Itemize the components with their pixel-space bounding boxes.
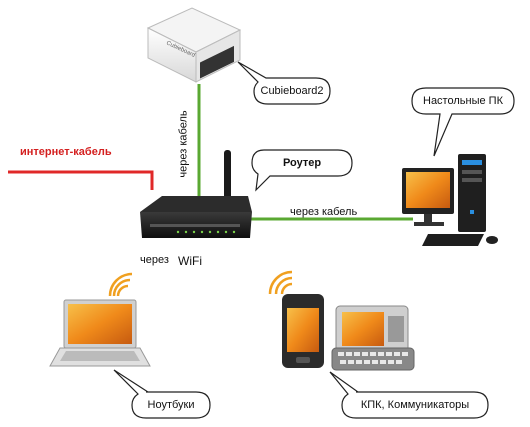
via-cable-horizontal-label: через кабель [290,206,358,218]
callout-router-shape [251,149,353,192]
via-wifi-word-label: WiFi [178,254,202,268]
via-wifi-prefix-label: через [140,254,169,266]
internet-cable-label: интернет-кабель [20,146,112,158]
callout-pda: КПК, Коммуникаторы [360,399,470,411]
communicator-device [331,305,415,371]
callout-laptops: Ноутбуки [147,399,195,411]
internet-cable-line [8,170,154,190]
callout-laptops-shape [113,369,211,419]
callout-cubieboard-shape [237,61,331,105]
callout-cubieboard: Cubieboard2 [260,85,324,97]
pda-device [282,294,324,368]
cubieboard-device: Cubieboard [146,7,242,83]
pda-wifi-waves [268,270,293,295]
laptop-device [49,299,151,367]
router-device [140,150,252,238]
callout-router: Роутер [282,157,322,169]
laptop-wifi-waves [108,272,133,297]
callout-desktop: Настольные ПК [423,95,503,107]
callout-pda-shape [329,371,489,419]
callout-desktop-shape [411,87,515,157]
via-cable-vertical-label: через кабель [177,110,190,178]
desktop-pc-device [402,154,498,246]
